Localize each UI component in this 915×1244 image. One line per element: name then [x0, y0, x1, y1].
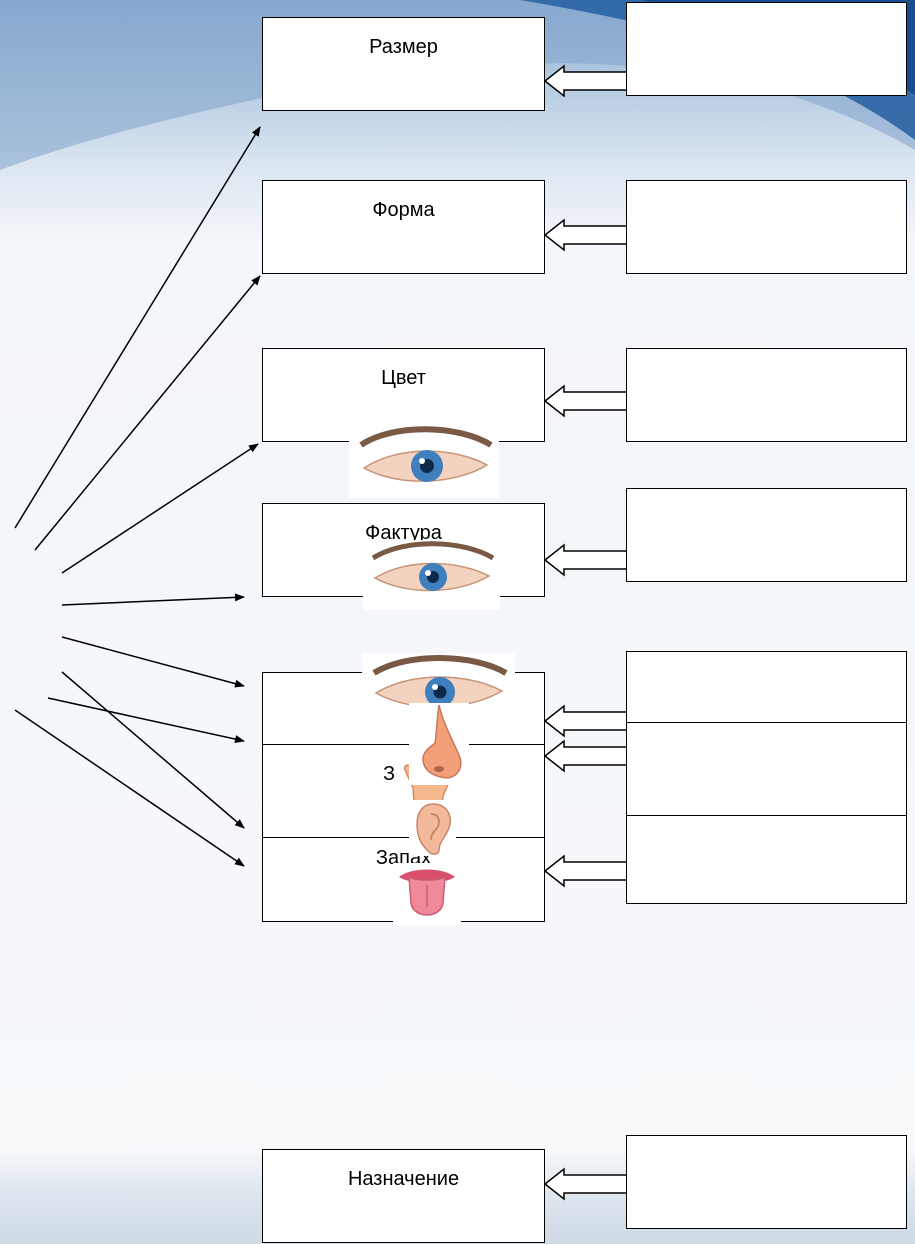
property-box-size[interactable]: Размер: [262, 17, 545, 111]
property-label: Фактура: [365, 522, 442, 544]
double-arrow-icon: [543, 1167, 626, 1201]
tongue-icon: [393, 863, 461, 925]
ear-icon: [409, 800, 456, 856]
nose-icon: [409, 703, 469, 785]
eye-icon: [349, 423, 499, 498]
double-arrow-icon: [543, 64, 626, 98]
property-label: Назначение: [347, 1168, 460, 1190]
double-arrows: [543, 64, 626, 1201]
property-box-purpose[interactable]: Назначение: [262, 1149, 545, 1243]
arrow-line-shape: [34, 275, 261, 551]
eye-icon: [363, 540, 500, 610]
double-arrow-icon: [543, 704, 626, 738]
answer-box[interactable]: [626, 2, 907, 96]
double-arrow-icon: [543, 384, 626, 418]
answer-box[interactable]: [626, 722, 907, 816]
arrow-line-texture: [61, 593, 245, 606]
answer-box[interactable]: [626, 180, 907, 274]
property-label: Цвет: [381, 367, 426, 389]
answer-box[interactable]: [626, 488, 907, 582]
arrow-line-color: [61, 443, 259, 574]
double-arrow-icon: [543, 854, 626, 888]
arrow-line-smell: [61, 671, 245, 829]
answer-box[interactable]: [626, 348, 907, 442]
double-arrow-icon: [543, 739, 626, 773]
arrow-line-size: [14, 126, 261, 529]
property-box-shape[interactable]: Форма: [262, 180, 545, 274]
arrow-line-purpose: [14, 709, 245, 867]
double-arrow-icon: [543, 543, 626, 577]
arrow-line-sound: [47, 697, 245, 743]
property-label: Размер: [369, 36, 438, 58]
property-label: Форма: [372, 199, 435, 221]
double-arrow-icon: [543, 218, 626, 252]
arrow-line-taste: [61, 636, 245, 688]
answer-box[interactable]: [626, 1135, 907, 1229]
